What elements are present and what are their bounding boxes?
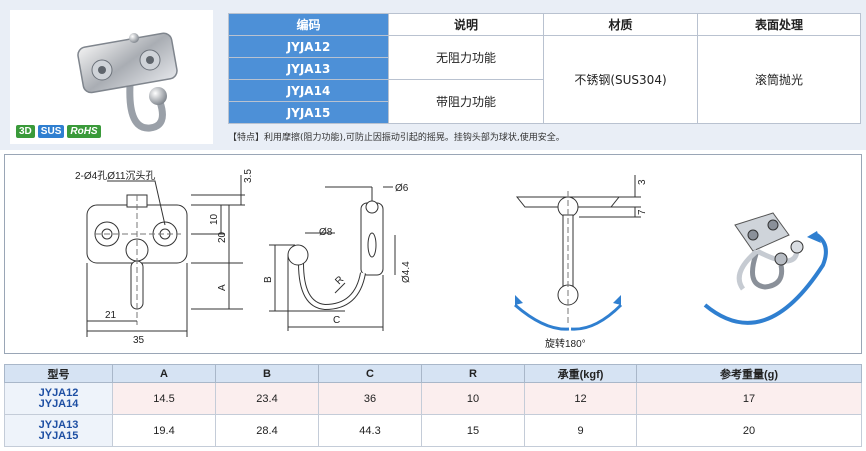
iso-view (734, 212, 804, 291)
model-code: JYJA14 (38, 397, 79, 410)
dim-c: C (333, 315, 340, 326)
spec-table: 编码 说明 材质 表面处理 JYJA12 无阻力功能 不锈钢(SUS304) 滚… (228, 13, 861, 124)
dim-7: 7 (637, 209, 648, 215)
param-header-a: A (112, 364, 216, 383)
dim-3: 3 (637, 179, 648, 185)
spec-material: 不锈钢(SUS304) (543, 35, 698, 124)
dim-hole-label: 2-Ø4孔Ø11沉头孔 (75, 169, 155, 182)
param-model-cell: JYJA13 JYJA15 (4, 414, 113, 447)
side-view (269, 186, 396, 331)
spec-desc-damping: 带阻力功能 (388, 79, 544, 124)
param-header-r: R (421, 364, 525, 383)
feature-note: 【特点】利用摩擦(阻力功能),可防止因振动引起的摇晃。挂钩头部为球状,使用安全。 (228, 133, 565, 143)
rotate-arrowhead-right (613, 295, 621, 305)
param-a: 14.5 (112, 382, 216, 415)
spec-desc-no-damping: 无阻力功能 (388, 35, 544, 80)
dim-3-5: 3.5 (243, 169, 254, 183)
spec-code: JYJA14 (228, 79, 389, 102)
param-header-b: B (215, 364, 319, 383)
model-code: JYJA13 (38, 418, 79, 431)
dim-b: B (263, 276, 274, 283)
param-weight: 20 (636, 414, 862, 447)
dim-phi6: Ø6 (395, 183, 409, 194)
param-c: 36 (318, 382, 422, 415)
table-row: JYJA13 JYJA15 19.4 28.4 44.3 15 9 20 (4, 414, 862, 447)
front-view (86, 175, 245, 337)
param-r: 10 (421, 382, 525, 415)
param-b: 28.4 (215, 414, 319, 447)
badge-sus: SUS (37, 125, 65, 138)
spec-code: JYJA15 (228, 101, 389, 124)
model-code: JYJA12 (38, 386, 79, 399)
spec-code: JYJA13 (228, 57, 389, 80)
param-header-load: 承重(kgf) (524, 364, 637, 383)
rotate-arrow-right (570, 303, 623, 331)
dim-35: 35 (133, 335, 145, 346)
iso-rotate-arrow (703, 233, 828, 325)
param-load: 12 (524, 382, 637, 415)
dim-21: 21 (105, 310, 117, 321)
dim-r: R (333, 274, 346, 287)
spec-finish: 滚筒抛光 (697, 35, 861, 124)
spec-header-desc: 说明 (388, 13, 544, 36)
spec-header-material: 材质 (543, 13, 698, 36)
param-r: 15 (421, 414, 525, 447)
dim-phi8: Ø8 (319, 227, 333, 238)
param-weight: 17 (636, 382, 862, 415)
badge-group: 3D SUS RoHS (16, 125, 101, 138)
hook-photo-illustration (77, 32, 178, 132)
table-row: JYJA12 JYJA14 14.5 23.4 36 10 12 17 (4, 382, 862, 415)
rotate-arrowhead-left (515, 295, 523, 305)
param-header-weight: 参考重量(g) (636, 364, 862, 383)
param-c: 44.3 (318, 414, 422, 447)
dim-10: 10 (209, 213, 220, 225)
badge-3d: 3D (16, 125, 35, 138)
param-a: 19.4 (112, 414, 216, 447)
badge-rohs: RoHS (67, 125, 101, 138)
model-code: JYJA15 (38, 429, 79, 442)
spec-header-code: 编码 (228, 13, 389, 36)
parameter-table: 型号 A B C R 承重(kgf) 参考重量(g) JYJA12 JYJA14… (4, 364, 862, 447)
spec-header-finish: 表面处理 (697, 13, 861, 36)
product-photo: 3D SUS RoHS (10, 10, 213, 144)
param-load: 9 (524, 414, 637, 447)
param-b: 23.4 (215, 382, 319, 415)
product-header-panel: 3D SUS RoHS 编码 说明 材质 表面处理 JYJA12 无阻力功能 不… (0, 0, 866, 150)
dim-20: 20 (217, 231, 228, 243)
spec-code: JYJA12 (228, 35, 389, 58)
iso-rotate-arrowhead (807, 231, 821, 243)
rotate-label: 旋转180° (545, 337, 586, 350)
technical-drawing-panel: 2-Ø4孔Ø11沉头孔 35 21 3.5 10 20 A B C R Ø8 Ø… (4, 154, 862, 354)
param-header-c: C (318, 364, 422, 383)
dim-a: A (217, 284, 228, 291)
dim-phi4-4: Ø4.4 (401, 261, 412, 283)
param-model-cell: JYJA12 JYJA14 (4, 382, 113, 415)
technical-drawing: 2-Ø4孔Ø11沉头孔 35 21 3.5 10 20 A B C R Ø8 Ø… (75, 169, 828, 350)
param-header-model: 型号 (4, 364, 113, 383)
rotate-arrow-left (514, 303, 570, 331)
rotation-view (515, 175, 641, 325)
